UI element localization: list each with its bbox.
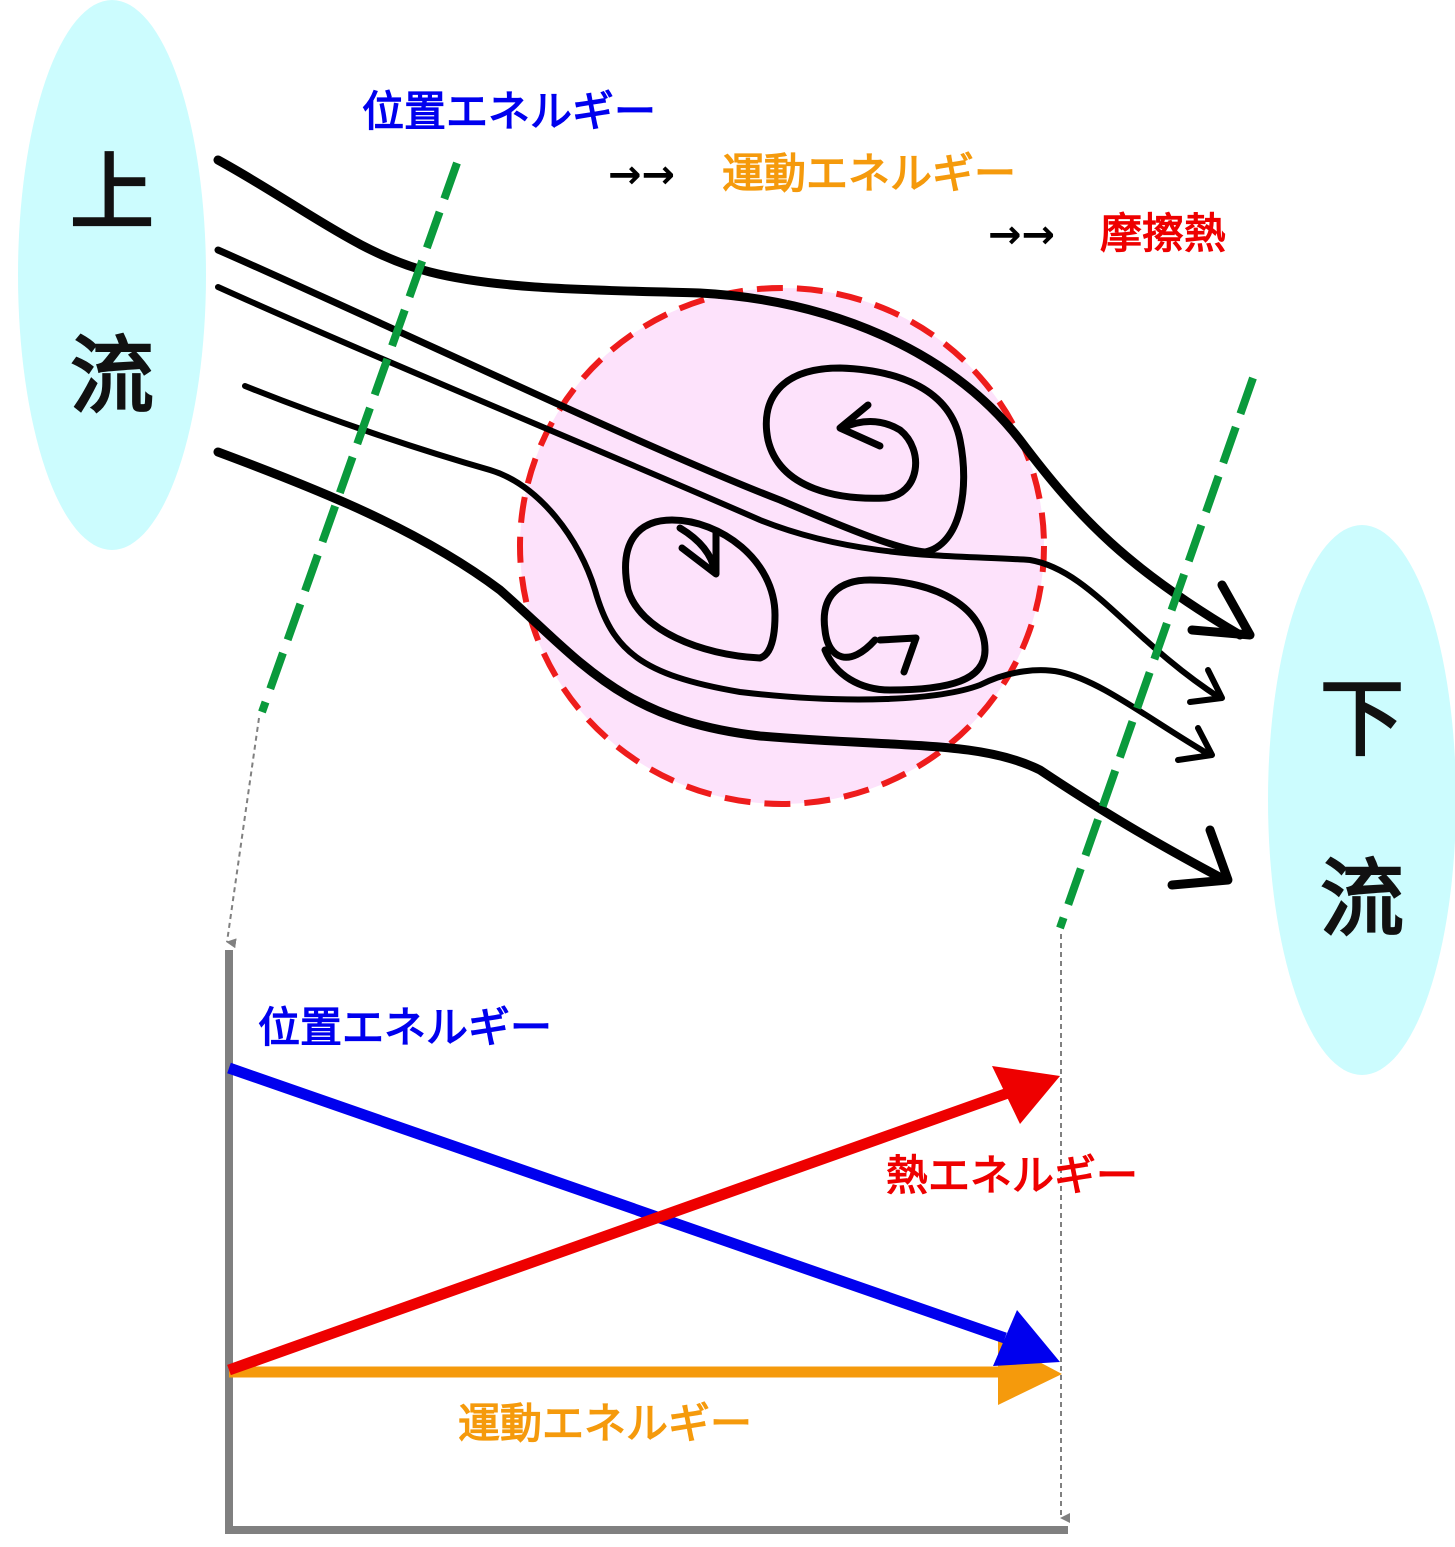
chain-kinetic-energy: 運動エネルギー [722, 149, 1016, 198]
downstream-char-1: 下 [1320, 670, 1404, 768]
left-eddy-arrowhead [678, 528, 720, 578]
chain-friction-heat: 摩擦熱 [1100, 209, 1226, 258]
upstream-region: 上 流 [18, 0, 206, 550]
streamline-3 [215, 284, 1223, 701]
potential-energy-arrowhead [993, 1310, 1060, 1366]
potential-energy-line [227, 1062, 1007, 1344]
streamline-4-arrowhead [1175, 725, 1215, 763]
streamlines [213, 155, 1255, 890]
streamline-5-arrowhead [1167, 825, 1233, 890]
upstream-projection-arrow [226, 717, 260, 949]
streamline-3-arrowhead [1187, 667, 1225, 705]
graph-potential-label: 位置エネルギー [258, 1003, 552, 1052]
graph-kinetic-label: 運動エネルギー [458, 1399, 752, 1448]
chain-arrow-2: →→ [988, 212, 1055, 258]
left-eddy [622, 516, 779, 662]
graph-heat-label: 熱エネルギー [886, 1151, 1138, 1200]
upstream-char-1: 上 [70, 144, 154, 242]
eddy-zone [517, 285, 1047, 807]
energy-graph: 位置エネルギー 熱エネルギー 運動エネルギー [225, 950, 1138, 1534]
upper-eddy-arrowhead [836, 401, 884, 450]
downstream-char-2: 流 [1320, 850, 1404, 948]
heat-energy-line [227, 1087, 1010, 1376]
chain-potential-energy: 位置エネルギー [362, 87, 656, 136]
streamline-1 [213, 155, 1245, 640]
right-eddy [820, 576, 989, 694]
upstream-char-2: 流 [70, 327, 154, 425]
upstream-ellipse [18, 0, 206, 550]
chain-arrow-1: →→ [608, 152, 675, 198]
heat-energy-arrowhead [992, 1066, 1060, 1124]
streamline-2 [214, 246, 968, 556]
right-eddy-arrowhead [876, 634, 920, 676]
streamline-5 [213, 447, 1230, 885]
streamline-4 [242, 383, 1213, 758]
upstream-section-line [258, 161, 461, 714]
streamline-1-arrowhead [1187, 580, 1255, 640]
downstream-region: 下 流 [1268, 525, 1455, 1075]
downstream-section-line [1056, 376, 1257, 930]
downstream-ellipse [1268, 525, 1455, 1075]
